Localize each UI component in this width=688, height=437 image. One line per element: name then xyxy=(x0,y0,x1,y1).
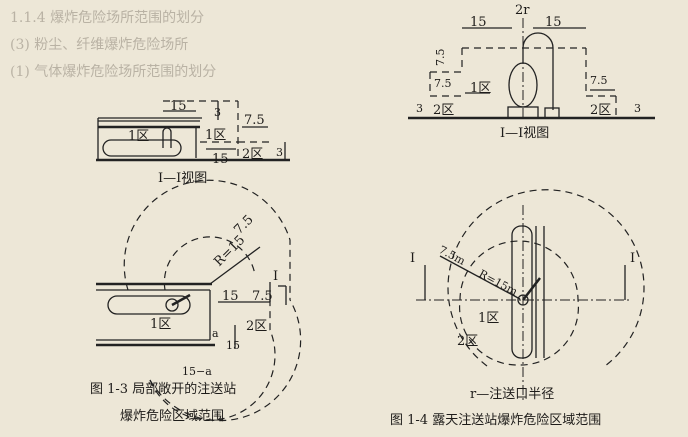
dim-label: 7.5 xyxy=(252,289,273,304)
bleed-heading-3: (3) 粉尘、纤维爆炸危险场所 xyxy=(10,37,188,53)
base-icon xyxy=(544,107,560,119)
dim-label: 15 xyxy=(470,15,487,30)
zone-label: 1区 xyxy=(205,128,226,143)
view-caption: I—I视图 xyxy=(158,171,207,186)
fig1-3-plan: I R=15 7.5 15 7.5 a 15 15−a 1区 2区 图 1-3 … xyxy=(90,179,302,424)
dim-label: R=15m xyxy=(477,267,521,298)
view-caption: I—I视图 xyxy=(500,126,549,141)
dim-label: 3 xyxy=(416,102,423,115)
tank-icon xyxy=(511,225,533,359)
bleed-heading-1: 1.1.4 爆炸危险场所范围的划分 xyxy=(10,9,204,26)
bleed-heading-2: (1) 气体爆炸危险场所范围的划分 xyxy=(10,63,216,80)
dim-label: 15 xyxy=(545,15,562,30)
dim-label: 7.5 xyxy=(231,212,256,237)
dim-label: 15 xyxy=(170,99,187,114)
zone-label: 1区 xyxy=(150,317,171,332)
dim-label: 7.5 xyxy=(590,74,608,87)
dim-label: 15 xyxy=(212,152,229,167)
dim-label: a xyxy=(212,327,219,340)
zone-label: 1区 xyxy=(470,81,491,96)
dim-label: 7.5m xyxy=(437,243,468,268)
section-mark: I xyxy=(410,251,415,266)
section-mark: I xyxy=(630,251,635,266)
zone-label: 1区 xyxy=(128,129,149,144)
tank-icon xyxy=(107,295,191,315)
figure-caption: 图 1-3 局部敞开的注送站 xyxy=(90,381,236,397)
fig1-3-elevation: 15 3 7.5 15 3 1区 1区 2区 I—I视图 xyxy=(96,99,290,186)
dim-label: 7.5 xyxy=(434,49,447,67)
dim-label: 7.5 xyxy=(244,113,265,128)
zone-label: 2区 xyxy=(242,147,263,162)
dim-label: 3 xyxy=(276,146,283,159)
nozzle-icon xyxy=(165,298,179,312)
dim-label: 3 xyxy=(634,102,641,115)
dim-label: R=15 xyxy=(211,233,248,270)
dim-label: 3 xyxy=(214,106,221,119)
dim-label: 15 xyxy=(222,289,239,304)
figure-caption: 图 1-4 露天注送站爆炸危险区域范围 xyxy=(390,413,601,428)
zone-label: 2区 xyxy=(457,334,478,349)
fig1-4-elevation: 15 2r 15 7.5 7.5 7.5 3 3 1区 2区 2区 I—I视图 xyxy=(408,3,655,141)
zone-label: 2区 xyxy=(590,103,611,118)
section-mark: I xyxy=(273,269,278,284)
zone-label: 1区 xyxy=(478,311,499,326)
zone-label: 2区 xyxy=(433,103,454,118)
dim-label: 15−a xyxy=(182,365,212,378)
figure-caption: 爆炸危险区域范围 xyxy=(120,409,224,424)
fig1-4-plan: I I 7.5m R=15m 1区 2区 r—注送口半径 图 1-4 露天注送站… xyxy=(390,189,645,428)
figure-legend: r—注送口半径 xyxy=(470,387,554,402)
tank-icon xyxy=(102,139,182,157)
dim-label: 2r xyxy=(515,3,530,18)
dim-label: 15 xyxy=(226,339,240,352)
dim-label: 7.5 xyxy=(434,77,452,90)
zone-label: 2区 xyxy=(246,319,267,334)
